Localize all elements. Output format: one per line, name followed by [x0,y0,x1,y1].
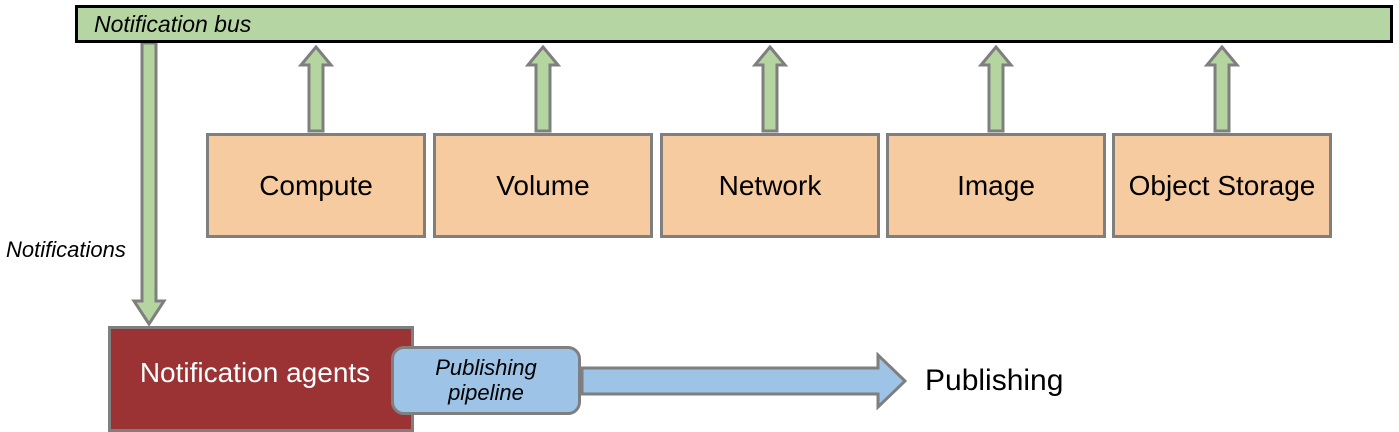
service-label-image: Image [957,169,1035,201]
service-box-volume[interactable]: Volume [433,133,653,238]
publishing-arrow [580,351,908,411]
notification-bus-label: Notification bus [94,10,252,37]
image-to-bus-arrow [977,44,1015,133]
volume-to-bus-arrow [524,44,562,133]
service-label-compute: Compute [259,169,373,201]
publishing-pipeline-line1: Publishing [435,354,537,380]
compute-to-bus-arrow [297,44,335,133]
service-box-object-storage[interactable]: Object Storage [1112,133,1332,238]
publishing-label: Publishing [925,364,1064,397]
network-to-bus-arrow [751,44,789,133]
notification-agents-box[interactable]: Notification agents [108,326,414,432]
service-box-network[interactable]: Network [660,133,880,238]
publishing-pipeline-line2: pipeline [448,379,524,405]
notifications-label: Notifications [6,237,126,262]
service-box-compute[interactable]: Compute [206,133,426,238]
bus-to-agents-arrow [131,41,167,327]
service-label-network: Network [718,169,822,201]
notification-bus-bar: Notification bus [75,5,1393,43]
notification-agents-label: Notification agents [139,357,371,388]
service-box-image[interactable]: Image [886,133,1106,238]
service-label-object-storage: Object Storage [1128,169,1316,201]
object-storage-to-bus-arrow [1203,44,1241,133]
service-label-volume: Volume [496,169,590,201]
